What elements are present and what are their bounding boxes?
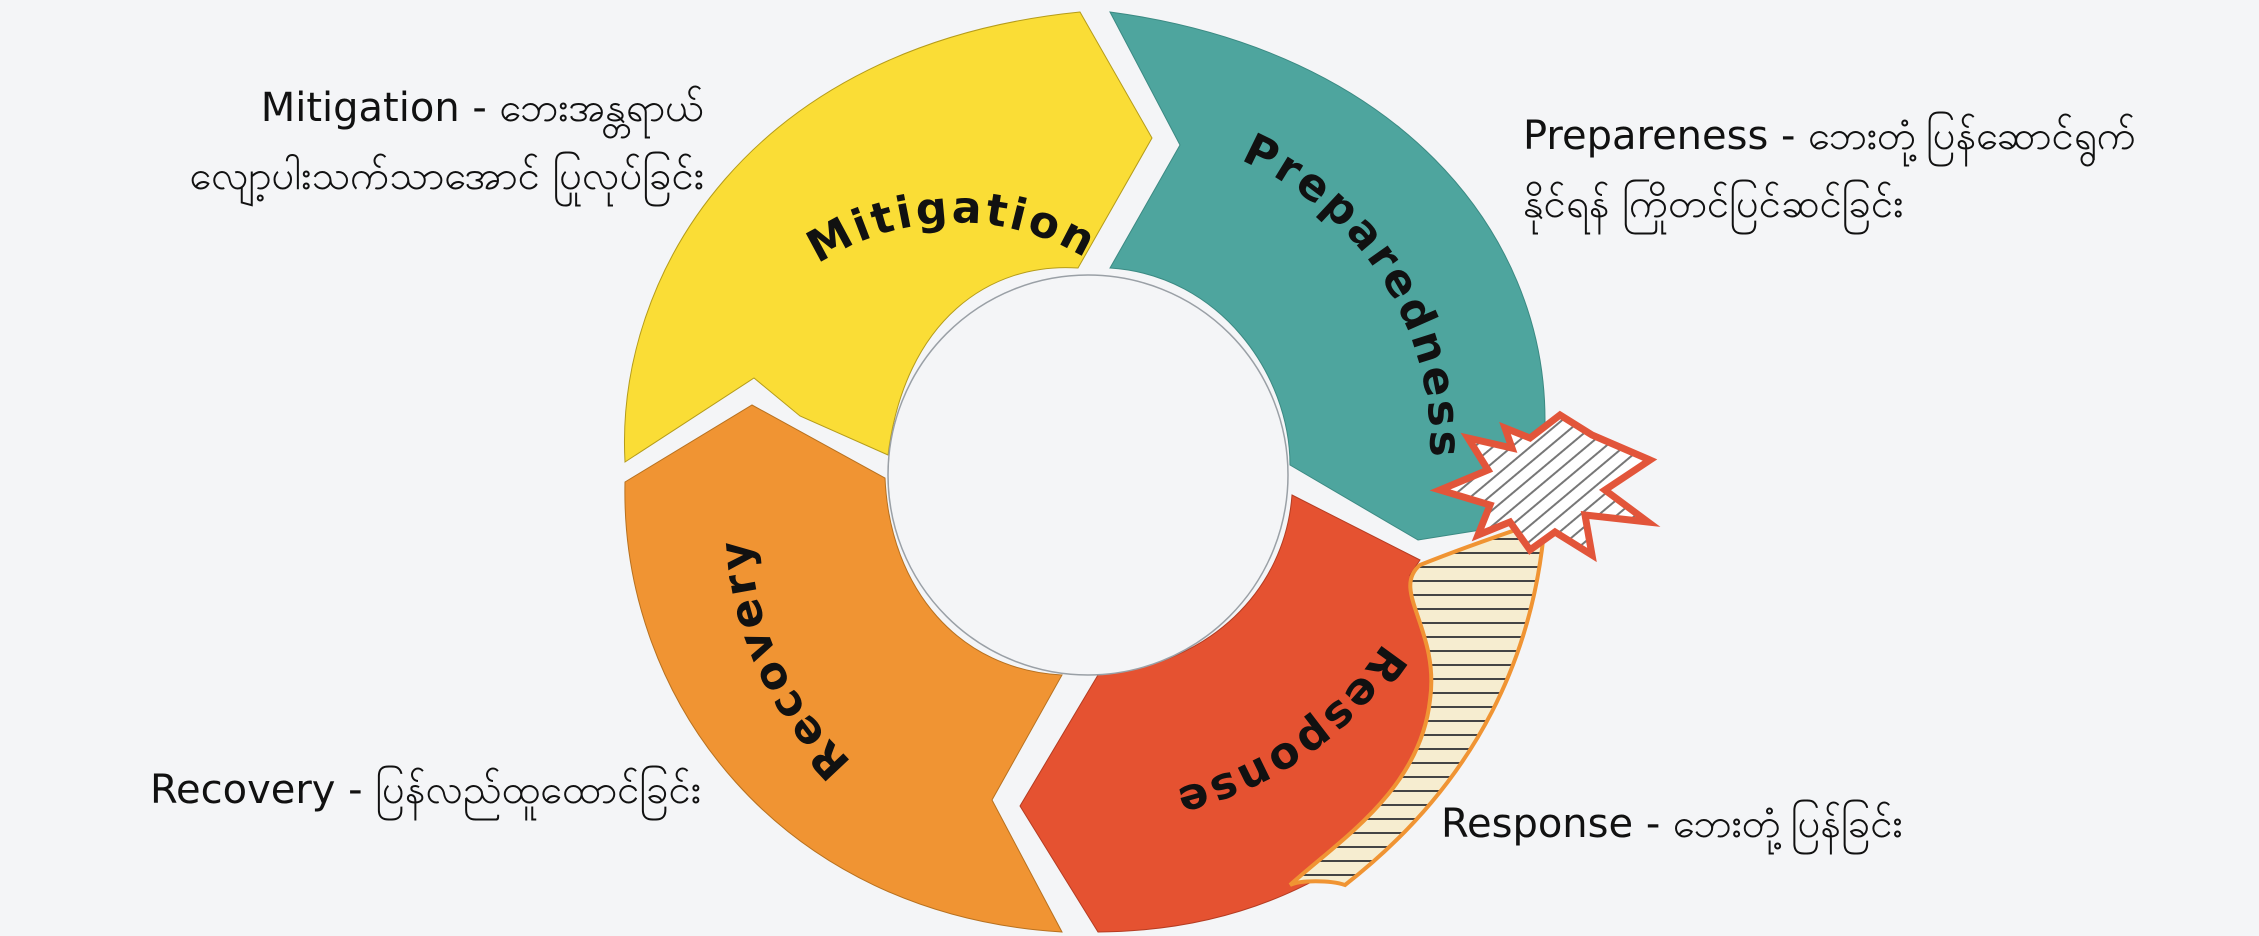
response-description: Response - ဘေးတုံ့ပြန်ခြင်း xyxy=(1441,790,1903,858)
mitigation-description-line1: Mitigation - ဘေးအန္တရာယ် xyxy=(260,85,704,131)
mitigation-segment xyxy=(623,11,1153,463)
preparedness-description: Prepareness - ဘေးတုံ့ပြန်ဆောင်ရွက် နိုင်… xyxy=(1523,102,2136,238)
recovery-description: Recovery - ပြန်လည်ထူထောင်ခြင်း xyxy=(150,756,701,824)
recovery-description-line1: Recovery - ပြန်လည်ထူထောင်ခြင်း xyxy=(150,767,701,813)
explosion-burst-icon xyxy=(1429,410,1661,563)
recovery-segment xyxy=(624,404,1063,933)
center-hole xyxy=(888,275,1288,675)
preparedness-description-line1: Prepareness - ဘေးတုံ့ပြန်ဆောင်ရွက် xyxy=(1523,113,2136,159)
preparedness-description-line2: နိုင်ရန် ကြိုတင်ပြင်ဆင်ခြင်း xyxy=(1523,181,1904,227)
response-description-line1: Response - ဘေးတုံ့ပြန်ခြင်း xyxy=(1441,801,1903,847)
mitigation-description: Mitigation - ဘေးအန္တရာယ် လျော့ပါးသက်သာအေ… xyxy=(190,74,704,210)
center-hole-outline xyxy=(887,274,1289,676)
mitigation-description-line2: လျော့ပါးသက်သာအောင် ပြုလုပ်ခြင်း xyxy=(189,153,704,199)
